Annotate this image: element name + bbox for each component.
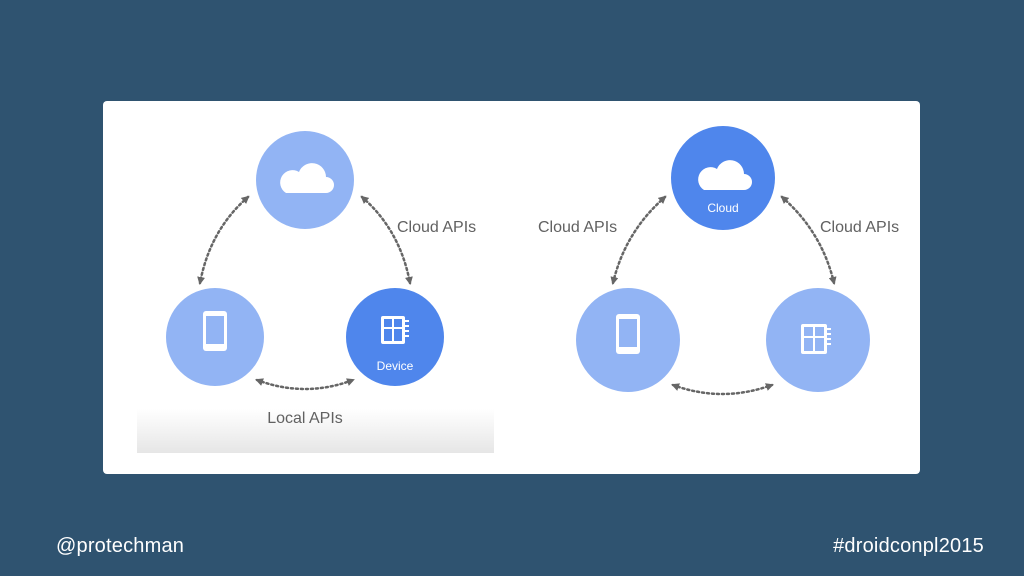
phone-icon [616,314,640,354]
cloud-icon [280,163,334,193]
left-phone-node [166,288,264,386]
left-cloud-apis-label: Cloud APIs [397,219,476,236]
speaker-handle: @protechman [56,535,185,557]
right-cloud-apis-left-label: Cloud APIs [538,219,617,236]
conference-hashtag: #droidconpl2015 [833,535,984,557]
right-phone-node [576,288,680,392]
cloud-label: Cloud [707,201,738,215]
diagram-card [103,101,920,474]
right-connector-phone-device [671,383,774,396]
right-device-node [766,288,870,392]
chip-icon [381,316,409,344]
right-connector-cloud-device [780,195,837,285]
right-diagram: Cloud Cloud APIs [538,126,899,396]
chip-icon [801,324,831,354]
local-apis-label: Local APIs [267,410,343,427]
left-connector-phone-device [255,378,355,391]
right-cloud-node: Cloud [671,126,775,230]
phone-icon [203,311,227,351]
right-connector-cloud-phone [610,195,667,285]
left-cloud-node [256,131,354,229]
device-label: Device [377,359,414,373]
left-connector-cloud-device [360,195,413,285]
left-connector-cloud-phone [197,195,250,285]
cloud-icon [698,160,752,190]
fade-overlay [137,409,494,453]
right-cloud-apis-right-label: Cloud APIs [820,219,899,236]
left-device-node: Device [346,288,444,386]
left-diagram: Device Cloud APIs Local APIs [166,131,476,427]
